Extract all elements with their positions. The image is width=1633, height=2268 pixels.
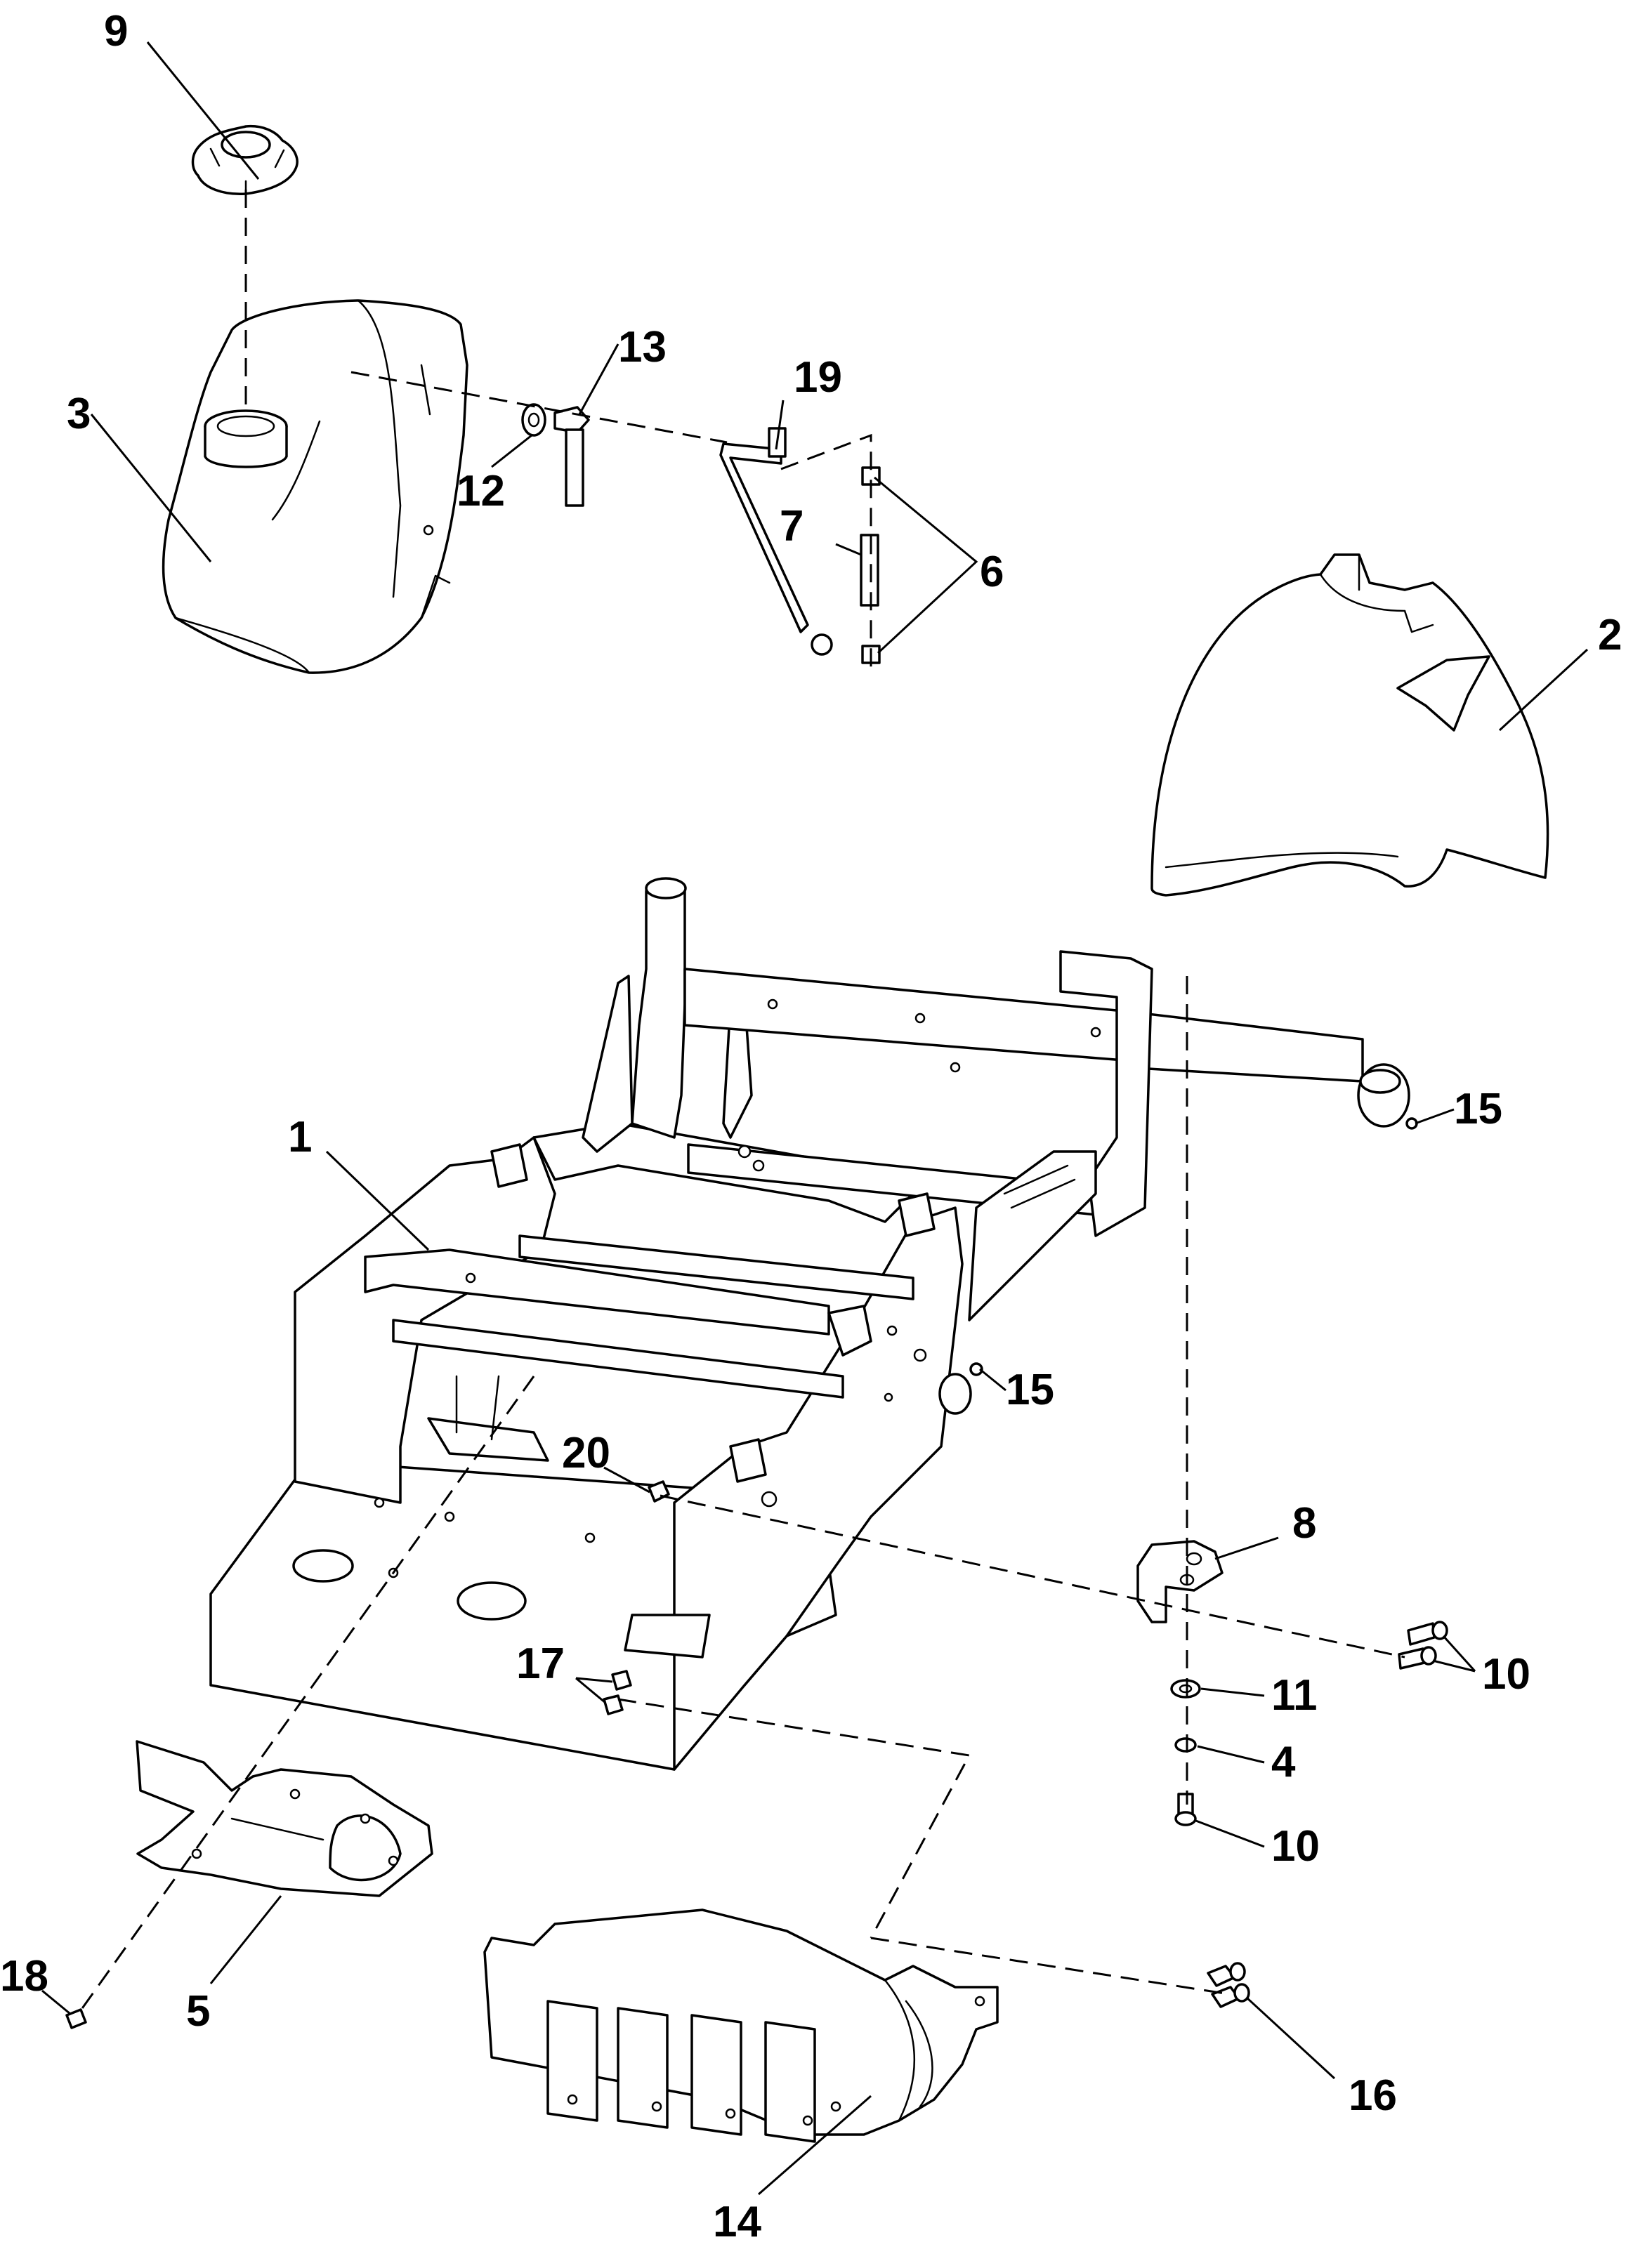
- callout-10-upper: 10: [1482, 1650, 1530, 1699]
- callout-20: 20: [562, 1429, 610, 1477]
- mounting-bracket-part: [1136, 1540, 1224, 1623]
- callouts: 9 3 13 19 12 7 6 2 1 15 15 20 8 17 10 11…: [0, 7, 1622, 2246]
- leader-lines: [41, 41, 1589, 2196]
- fuel-line-part: [719, 427, 833, 656]
- callout-15-upper: 15: [1454, 1085, 1502, 1133]
- assembly-lines: [76, 190, 1405, 2016]
- callout-14: 14: [713, 2198, 761, 2246]
- callout-7: 7: [780, 502, 804, 550]
- callout-2: 2: [1598, 611, 1622, 659]
- heat-shield-part: [136, 1740, 433, 1897]
- callout-4: 4: [1271, 1738, 1296, 1786]
- callout-18: 18: [0, 1952, 48, 2000]
- callout-17: 17: [516, 1640, 565, 1688]
- hose-part: [860, 534, 879, 607]
- callout-6: 6: [980, 548, 1004, 596]
- callout-11: 11: [1271, 1671, 1318, 1720]
- callout-19: 19: [794, 353, 842, 402]
- fuel-valve-part: [521, 403, 590, 507]
- callout-15-lower: 15: [1006, 1366, 1054, 1414]
- fender-shroud-part: [1150, 553, 1549, 897]
- callout-12: 12: [457, 467, 505, 515]
- callout-9: 9: [104, 7, 128, 55]
- deck-guard-part: [483, 1908, 999, 2143]
- fuel-cap-part: [191, 124, 299, 195]
- callout-1: 1: [288, 1113, 312, 1161]
- callout-16: 16: [1349, 2071, 1397, 2120]
- callout-10-lower: 10: [1271, 1822, 1320, 1871]
- callout-13: 13: [618, 323, 667, 371]
- main-frame-part: [209, 877, 1410, 1771]
- callout-5: 5: [186, 1987, 210, 2036]
- hardware-part: [65, 1117, 1448, 2029]
- callout-8: 8: [1292, 1499, 1316, 1548]
- callout-3: 3: [67, 390, 91, 438]
- fuel-tank-part: [162, 299, 468, 674]
